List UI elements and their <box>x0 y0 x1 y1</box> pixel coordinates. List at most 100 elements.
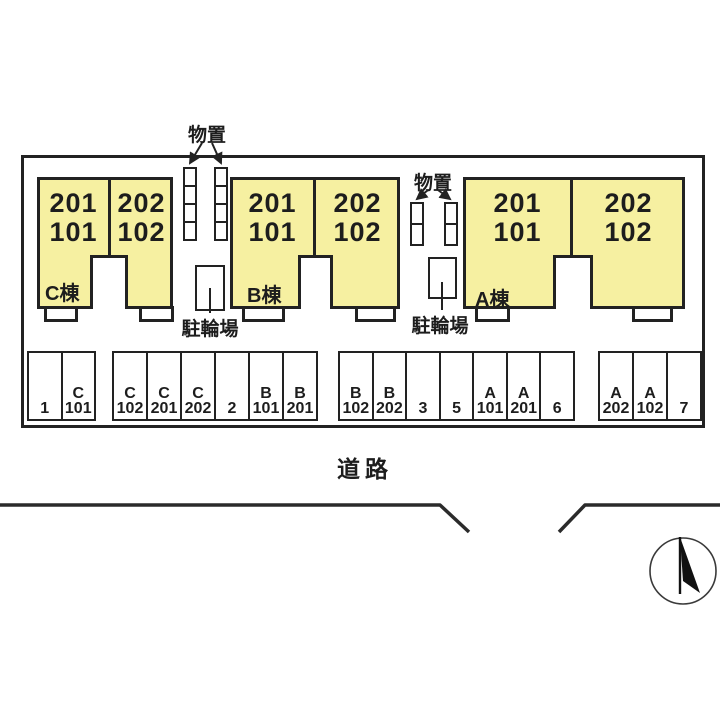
shed-compartment <box>446 223 456 244</box>
building-b-label: B棟 <box>247 285 282 307</box>
stall-number: 102 <box>636 400 664 417</box>
unit-number: 101 <box>493 217 542 247</box>
unit-number: 202 <box>117 188 166 218</box>
stall-building-code: C <box>72 385 85 402</box>
stall-building-code: B <box>350 385 362 402</box>
parking-stall: 3 <box>405 353 439 419</box>
shed-compartment <box>185 221 195 239</box>
parking-stall: 5 <box>438 353 473 419</box>
building-b-left-units: 201 101 <box>230 189 315 247</box>
stall-number: 102 <box>116 400 144 417</box>
storage-shed <box>183 167 197 241</box>
stall-number: 5 <box>452 400 461 417</box>
stall-number: 202 <box>602 400 630 417</box>
building-a-porch-left <box>475 306 510 322</box>
storage-label-top: 物置 <box>187 125 226 146</box>
stall-building-code: A <box>484 385 496 402</box>
stall-number: 101 <box>64 400 92 417</box>
shed-compartment <box>216 221 226 239</box>
shed-compartment <box>185 185 195 203</box>
building-b-porch-left <box>242 306 285 322</box>
unit-number: 102 <box>117 217 166 247</box>
building-a-unit-divider <box>570 180 573 258</box>
stall-building-code: B <box>260 385 272 402</box>
building-b-porch-right <box>355 306 396 322</box>
storage-label-mid: 物置 <box>413 173 452 194</box>
building-c-unit-divider <box>108 180 111 258</box>
stall-number: 101 <box>252 400 280 417</box>
unit-number: 201 <box>493 188 542 218</box>
unit-number: 101 <box>49 217 98 247</box>
storage-shed <box>410 202 424 246</box>
unit-number: 102 <box>333 217 382 247</box>
stall-building-code: C <box>158 385 170 402</box>
building-c-right-units: 202 102 <box>110 189 173 247</box>
storage-shed <box>214 167 228 241</box>
shed-compartment <box>185 203 195 221</box>
building-c-left-units: 201 101 <box>37 189 110 247</box>
unit-number: 202 <box>333 188 382 218</box>
building-a-label: A棟 <box>475 289 510 311</box>
building-a-right-units: 202 102 <box>572 189 685 247</box>
parking-stall: 6 <box>539 353 573 419</box>
stall-building-code: B <box>294 385 306 402</box>
unit-number: 201 <box>49 188 98 218</box>
stall-number: 202 <box>184 400 212 417</box>
parking-stall: 2 <box>214 353 248 419</box>
shed-compartment <box>446 204 456 223</box>
parking-stall: 7 <box>666 353 700 419</box>
bike-parking-label: 駐輪場 <box>411 316 469 337</box>
shed-compartment <box>216 203 226 221</box>
building-a-left-units: 201 101 <box>463 189 572 247</box>
unit-number: 102 <box>604 217 653 247</box>
stall-number: 1 <box>40 400 50 417</box>
stall-building-code: A <box>517 385 530 402</box>
storage-shed <box>444 202 458 246</box>
building-a-entry-notch <box>553 255 593 309</box>
north-arrow-icon <box>649 537 717 605</box>
building-c-entry-notch <box>90 255 128 309</box>
stall-building-code: B <box>383 385 396 402</box>
stall-number: 3 <box>418 400 428 417</box>
bike-parking-label: 駐輪場 <box>181 319 239 340</box>
stall-building-code: A <box>610 385 622 402</box>
stall-building-code: A <box>644 385 656 402</box>
road-label: 道路 <box>337 456 393 482</box>
shed-compartment <box>216 185 226 203</box>
parking-stall: 1 <box>29 353 61 419</box>
building-b-unit-divider <box>313 180 316 258</box>
stall-number: 201 <box>150 400 178 417</box>
shed-compartment <box>412 223 422 244</box>
bike-parking-area <box>428 257 457 299</box>
building-c-label: C棟 <box>45 283 80 305</box>
unit-number: 202 <box>604 188 653 218</box>
stall-building-code: C <box>192 385 204 402</box>
shed-compartment <box>412 204 422 223</box>
shed-compartment <box>216 169 226 185</box>
shed-compartment <box>185 169 195 185</box>
stall-number: 7 <box>679 400 689 417</box>
bike-parking-area <box>195 265 225 311</box>
stall-building-code: C <box>124 385 136 402</box>
building-c-porch-right <box>139 306 174 322</box>
stall-number: 202 <box>376 400 403 417</box>
unit-number: 101 <box>248 217 297 247</box>
building-b-entry-notch <box>298 255 333 309</box>
building-b-right-units: 202 102 <box>315 189 400 247</box>
stall-number: 201 <box>286 400 314 417</box>
